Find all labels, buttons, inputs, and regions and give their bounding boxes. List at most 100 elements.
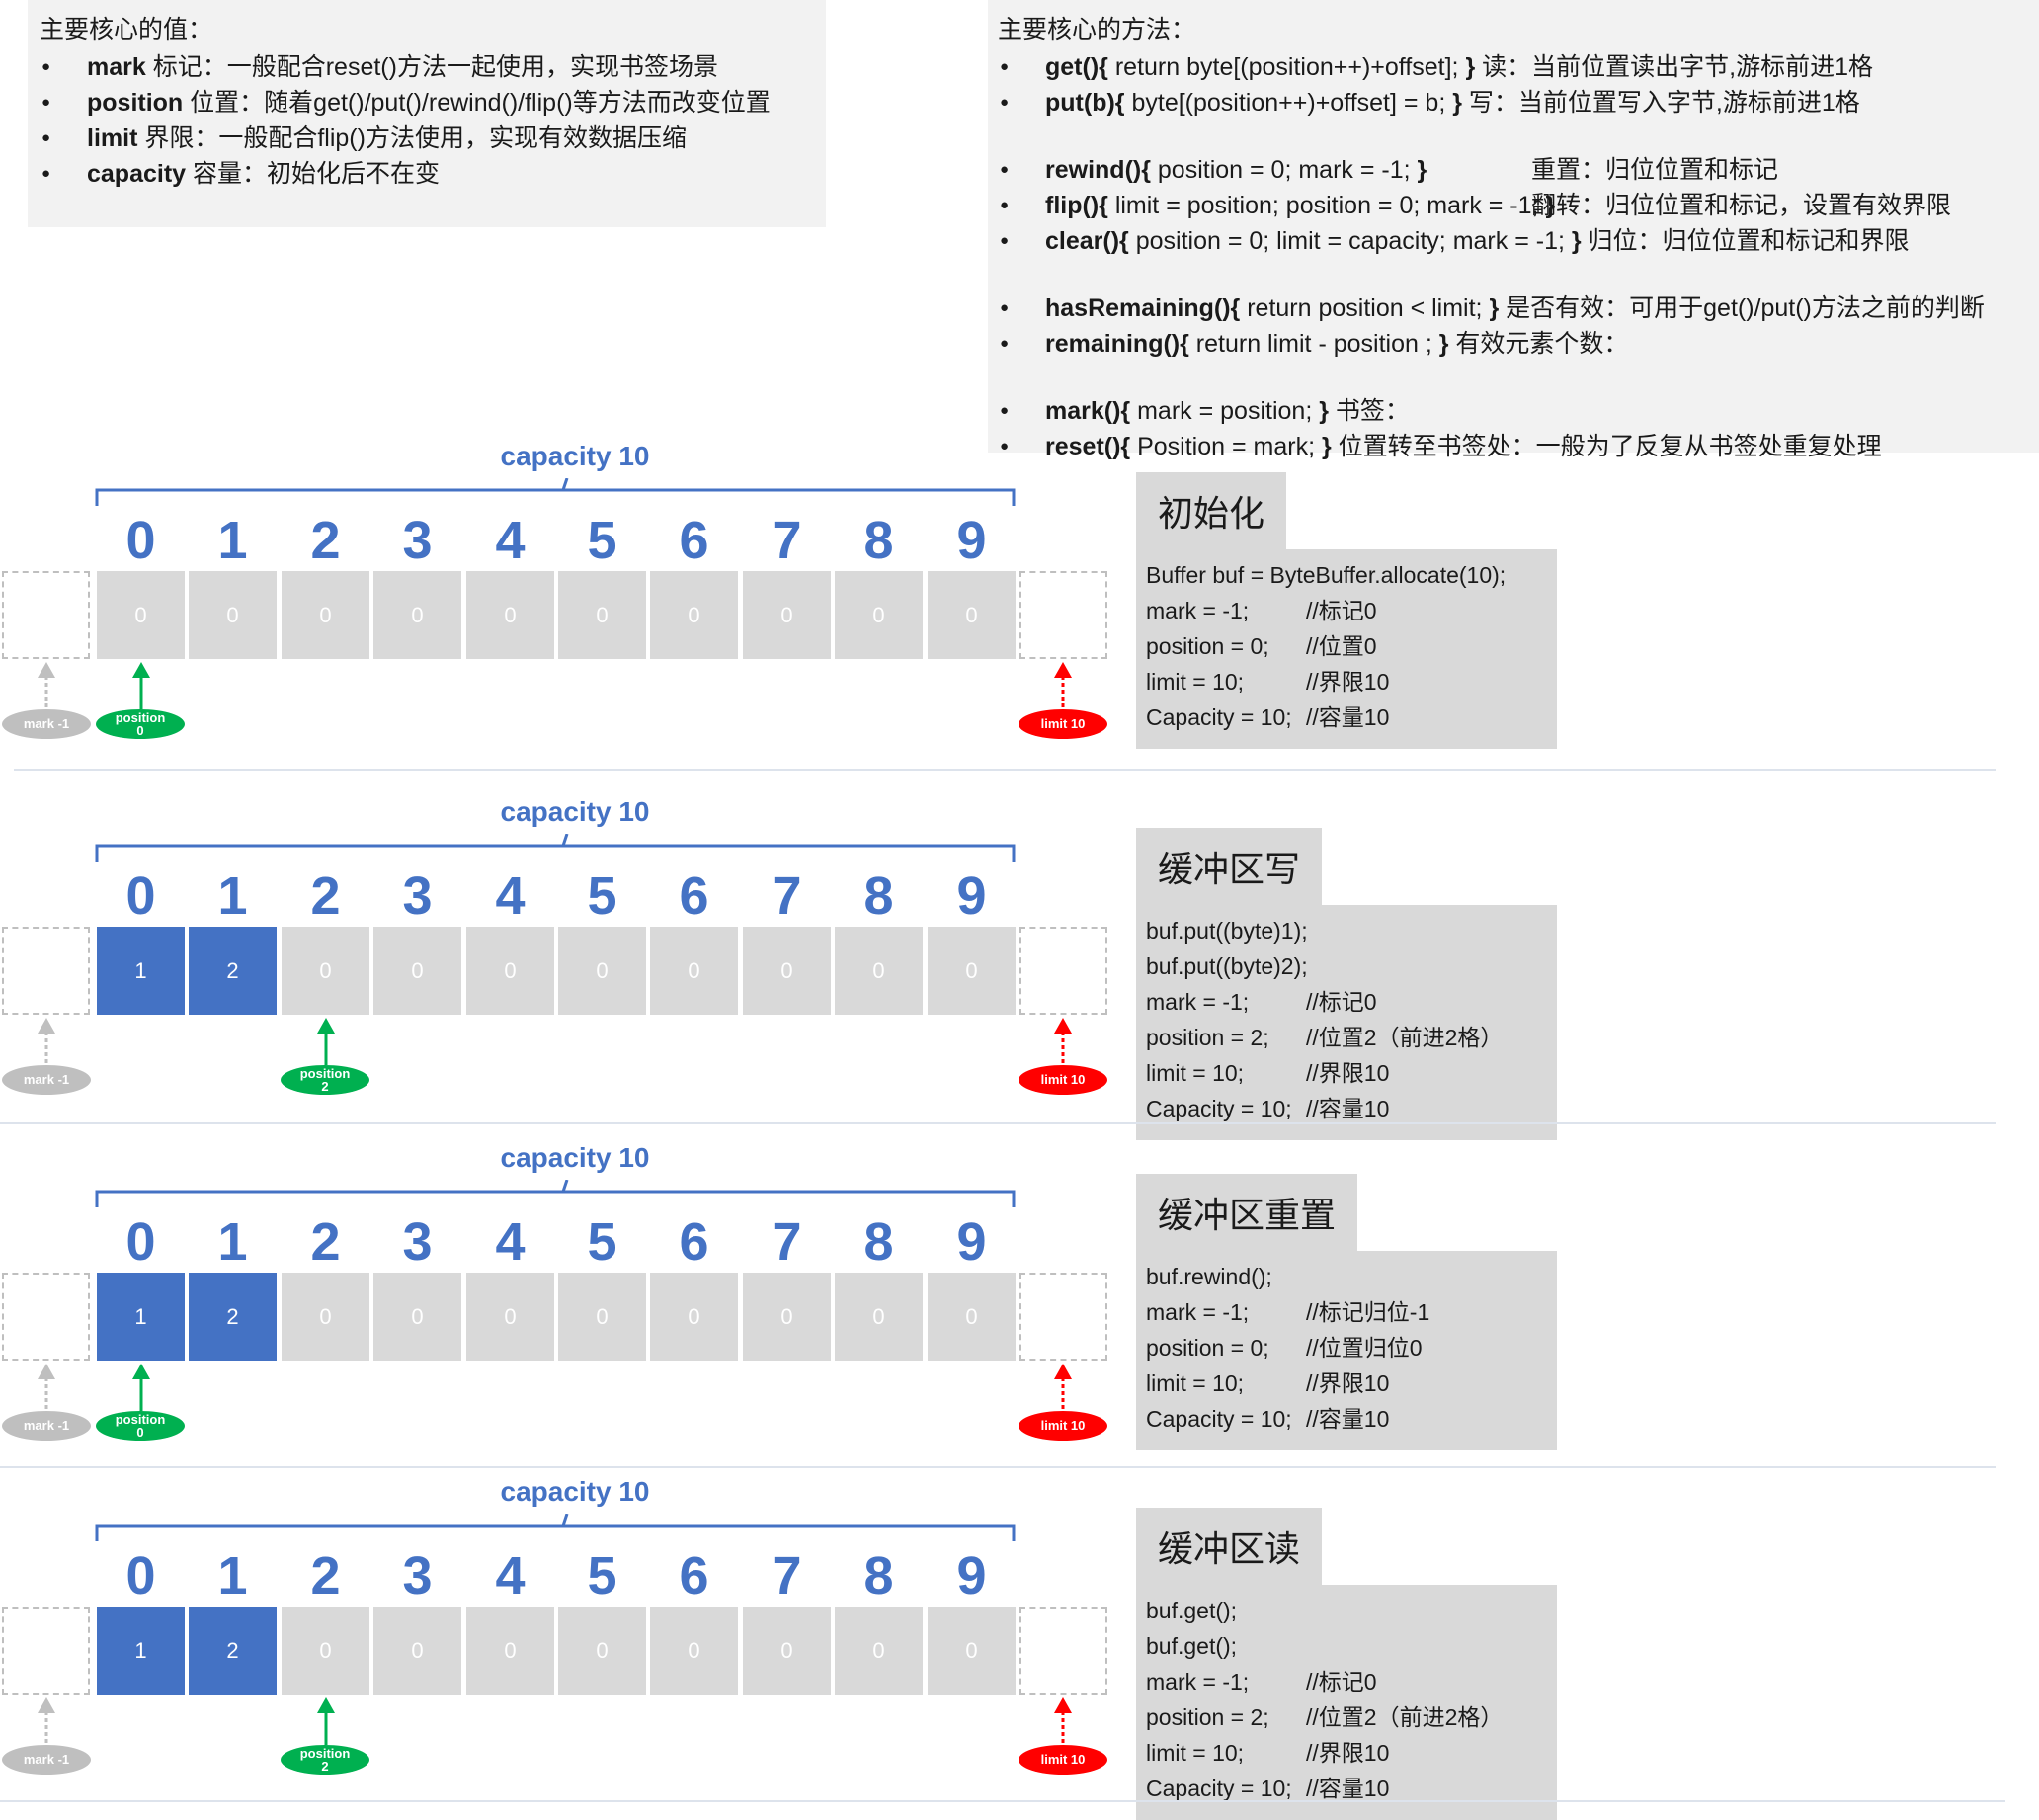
buffer-cell: 0 bbox=[835, 927, 923, 1015]
method-keyword: get(){ bbox=[1045, 53, 1108, 81]
method-brace: } bbox=[1489, 294, 1500, 322]
method-keyword: reset(){ bbox=[1045, 433, 1131, 460]
buffer-cell: 0 bbox=[558, 571, 646, 659]
index-label: 3 bbox=[402, 1546, 433, 1606]
buffer-cell: 1 bbox=[97, 927, 185, 1015]
index-label: 0 bbox=[125, 867, 156, 926]
index-label: 7 bbox=[772, 867, 802, 926]
buffer-cell: 0 bbox=[373, 1273, 461, 1361]
mark-arrow bbox=[38, 1697, 55, 1745]
code-text: limit = 10; bbox=[1146, 1060, 1245, 1086]
position-arrow bbox=[132, 662, 150, 709]
code-comment: //位置归位0 bbox=[1306, 1335, 1423, 1361]
buffer-cell: 0 bbox=[466, 1607, 554, 1695]
capacity-brace bbox=[95, 834, 1016, 862]
index-label: 6 bbox=[679, 1546, 709, 1606]
method-description: 有效元素个数： bbox=[1448, 330, 1629, 358]
code-line: limit = 10; //界限10 bbox=[1146, 1055, 1557, 1091]
buffer-cell: 0 bbox=[928, 571, 1016, 659]
index-label: 7 bbox=[772, 511, 802, 570]
code-line: buf.put((byte)2); bbox=[1146, 949, 1557, 984]
limit-arrow bbox=[1054, 1697, 1072, 1745]
index-label: 2 bbox=[310, 511, 341, 570]
capacity-label: capacity 10 bbox=[500, 796, 650, 827]
index-label: 8 bbox=[863, 867, 894, 926]
index-label: 4 bbox=[495, 1212, 526, 1272]
index-label: 1 bbox=[217, 1546, 248, 1606]
code-line: mark = -1;//标记0 bbox=[1146, 984, 1557, 1020]
method-brace: } bbox=[1452, 89, 1462, 117]
method-item: get(){ return byte[(position++)+offset];… bbox=[998, 49, 2039, 85]
method-description: 是否有效：可用于get()/put()方法之前的判断 bbox=[1499, 294, 1985, 322]
core-values-box: 主要核心的值： mark 标记：一般配合reset()方法一起使用，实现书签场景… bbox=[28, 0, 826, 227]
method-code: limit = position; position = 0; mark = -… bbox=[1107, 192, 1546, 219]
buffer-cell: 0 bbox=[373, 1607, 461, 1695]
index-label: 5 bbox=[587, 867, 617, 926]
position-badge-label: position bbox=[115, 1412, 166, 1427]
code-comment: //界限10 bbox=[1306, 1060, 1390, 1086]
code-line: position = 0;//位置归位0 bbox=[1146, 1330, 1557, 1365]
index-label: 1 bbox=[217, 1212, 248, 1272]
buffer-cell: 0 bbox=[650, 1273, 738, 1361]
buffer-cell: 0 bbox=[282, 927, 369, 1015]
buffer-cell: 0 bbox=[466, 571, 554, 659]
step-title-tab: 缓冲区重置 bbox=[1136, 1174, 1358, 1257]
value-item-mark: mark 标记：一般配合reset()方法一起使用，实现书签场景 bbox=[40, 49, 826, 85]
code-line: position = 0;//位置0 bbox=[1146, 628, 1557, 664]
code-comment: //标记0 bbox=[1306, 1669, 1377, 1695]
method-description: 写：当前位置写入字节,游标前进1格 bbox=[1461, 89, 1860, 117]
index-label: 8 bbox=[863, 1546, 894, 1606]
method-code: return limit - position ; bbox=[1188, 330, 1439, 358]
code-text: mark = -1; bbox=[1146, 1299, 1250, 1325]
mark-badge: mark -1 bbox=[2, 1065, 91, 1095]
mark-arrow bbox=[38, 1364, 55, 1411]
mark-ghost-cell bbox=[2, 1607, 90, 1695]
position-arrow bbox=[132, 1364, 150, 1411]
value-item-capacity: capacity 容量：初始化后不在变 bbox=[40, 156, 826, 192]
index-label: 8 bbox=[863, 1212, 894, 1272]
mark-badge: mark -1 bbox=[2, 1411, 91, 1441]
method-keyword: hasRemaining(){ bbox=[1045, 294, 1241, 322]
value-keyword: capacity bbox=[87, 160, 187, 188]
method-description: 重置：归位位置和标记 bbox=[1531, 156, 1779, 184]
buffer-cell: 0 bbox=[835, 1607, 923, 1695]
index-label: 6 bbox=[679, 511, 709, 570]
method-keyword: put(b){ bbox=[1045, 89, 1125, 117]
code-line: limit = 10;//界限10 bbox=[1146, 1365, 1557, 1401]
buffer-cell: 0 bbox=[558, 927, 646, 1015]
code-line: mark = -1;//标记0 bbox=[1146, 1664, 1557, 1699]
code-line: position = 2;//位置2（前进2格） bbox=[1146, 1020, 1557, 1055]
method-description: 位置转至书签处：一般为了反复从书签处重复处理 bbox=[1331, 433, 1882, 460]
limit-arrow bbox=[1054, 662, 1072, 709]
section-divider bbox=[0, 1466, 1996, 1468]
method-brace: } bbox=[1545, 192, 1556, 219]
code-text: buf.put((byte)1); bbox=[1146, 918, 1308, 944]
method-code: return position < limit; bbox=[1240, 294, 1490, 322]
mark-badge: mark -1 bbox=[2, 1745, 91, 1775]
limit-badge: limit 10 bbox=[1019, 709, 1107, 739]
buffer-cell: 0 bbox=[835, 1273, 923, 1361]
buffer-cell: 0 bbox=[743, 1607, 831, 1695]
index-label: 4 bbox=[495, 867, 526, 926]
code-text: Capacity = 10; bbox=[1146, 1096, 1292, 1121]
position-arrow bbox=[317, 1697, 335, 1745]
code-line: buf.get(); bbox=[1146, 1628, 1557, 1664]
core-methods-list: get(){ return byte[(position++)+offset];… bbox=[998, 49, 2039, 464]
index-label: 9 bbox=[956, 1212, 987, 1272]
section-divider bbox=[0, 1122, 1996, 1124]
code-text: Capacity = 10; bbox=[1146, 1406, 1292, 1432]
buffer-cell: 2 bbox=[189, 927, 277, 1015]
index-label: 2 bbox=[310, 867, 341, 926]
buffer-cell: 0 bbox=[743, 571, 831, 659]
code-comment: //位置2（前进2格） bbox=[1306, 1704, 1504, 1730]
method-item: clear(){ position = 0; limit = capacity;… bbox=[998, 223, 2039, 259]
index-label: 9 bbox=[956, 867, 987, 926]
index-label: 3 bbox=[402, 1212, 433, 1272]
code-comment: //容量10 bbox=[1306, 1776, 1390, 1801]
code-line: Capacity = 10;//容量10 bbox=[1146, 1091, 1557, 1126]
